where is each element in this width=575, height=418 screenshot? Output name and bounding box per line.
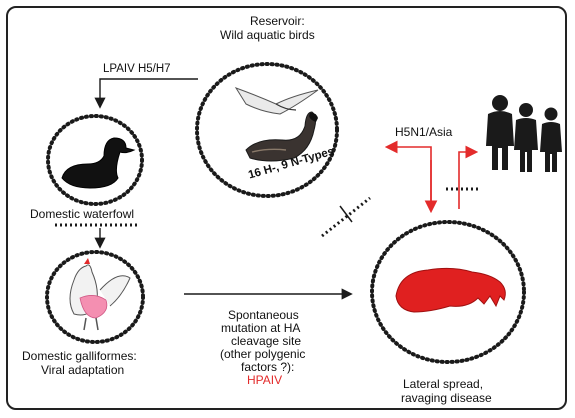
lpaiv-arrow	[100, 79, 198, 106]
h5n1-arrow-to-reservoir	[388, 147, 431, 209]
separator-diagonal	[322, 198, 370, 236]
mutation-hpaiv: HPAIV	[247, 374, 282, 388]
lpaiv-label: LPAIV H5/H7	[103, 63, 171, 75]
tissue-icon	[396, 268, 505, 312]
h5n1-arrow-to-humans	[459, 152, 475, 209]
duck-icon	[62, 138, 134, 188]
reservoir-subtitle: Wild aquatic birds	[220, 29, 315, 43]
reservoir-title: Reservoir:	[250, 15, 305, 29]
humans-icon	[486, 95, 562, 172]
spread-line1: Lateral spread,	[403, 378, 483, 392]
galliformes-line1: Domestic galliformes:	[22, 350, 137, 364]
waterfowl-circle	[48, 116, 142, 204]
waterfowl-label: Domestic waterfowl	[30, 208, 134, 222]
galliformes-line2: Viral adaptation	[41, 364, 124, 378]
h5n1-label: H5N1/Asia	[395, 125, 452, 139]
gull-icon	[236, 88, 318, 114]
spread-line2: ravaging disease	[401, 392, 492, 406]
chicken-icon	[70, 258, 130, 330]
